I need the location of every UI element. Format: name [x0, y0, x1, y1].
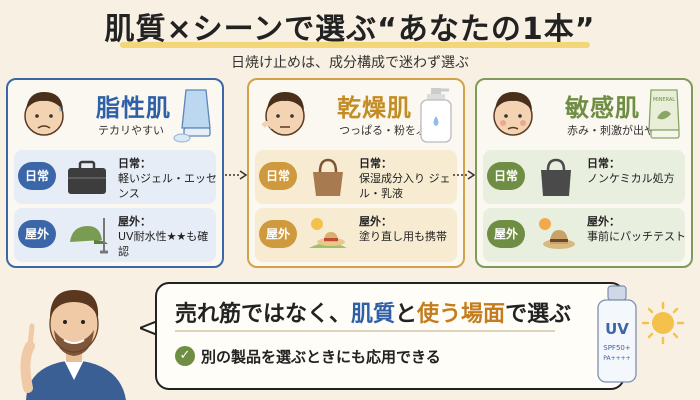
skin-type-description: つっぱる・粉をふく [339, 124, 438, 137]
irritated-face-icon [493, 92, 533, 136]
dry-face-icon [261, 92, 305, 136]
check-icon: ✓ [175, 346, 195, 366]
headline-part: 売れ筋ではなく、 [175, 302, 352, 327]
arrow-right-icon [453, 170, 475, 180]
daily-tag: 日常 [18, 162, 56, 190]
outdoor-row: 屋外 屋外： UV耐水性★★も確認 [14, 208, 216, 262]
daily-text: 軽いジェル・エッセンス [118, 172, 217, 200]
outdoor-recommendation: 屋外： 事前にパッチテスト [587, 214, 687, 244]
banner-divider [175, 330, 555, 332]
outdoor-tag: 屋外 [259, 220, 297, 248]
skin-type-title: 脂性肌 [96, 94, 171, 122]
card-oily-skin: 脂性肌 テカリやすい 日常 日常： 軽いジェル・エッセンス 屋外 [6, 78, 224, 268]
page-title: 肌質×シーンで選ぶ“あなたの1本” [104, 12, 596, 47]
outdoor-label: 屋外： [118, 215, 151, 228]
arrow-right-icon [225, 170, 247, 180]
pa-label: PA++++ [603, 355, 630, 362]
sun-and-hat-icon [539, 218, 575, 249]
outdoor-row: 屋外 屋外： 塗り直し用も携帯 [255, 208, 457, 262]
daily-label: 日常： [587, 157, 620, 170]
daily-tag: 日常 [487, 162, 525, 190]
mineral-tube-icon: MINERAL [648, 89, 680, 139]
skin-type-description: テカリやすい [98, 124, 164, 137]
golf-cap-icon [70, 218, 108, 254]
tote-bag-icon [541, 158, 571, 196]
daily-recommendation: 日常： 保湿成分入り ジェル・乳液 [359, 156, 459, 201]
product-label: MINERAL [653, 97, 675, 103]
outdoor-tag: 屋外 [18, 220, 56, 248]
presenter-illustration [20, 290, 126, 400]
daily-row: 日常 日常： 保湿成分入り ジェル・乳液 [255, 150, 457, 204]
sun-icon [641, 301, 685, 345]
daily-row: 日常 日常： 軽いジェル・エッセンス [14, 150, 218, 204]
gel-tube-icon [173, 89, 211, 143]
daily-tag: 日常 [259, 162, 297, 190]
outdoor-recommendation: 屋外： UV耐水性★★も確認 [118, 214, 218, 259]
outdoor-recommendation: 屋外： 塗り直し用も携帯 [359, 214, 459, 244]
skin-type-title: 敏感肌 [565, 94, 640, 122]
skin-type-title: 乾燥肌 [337, 94, 412, 122]
outdoor-label: 屋外： [359, 215, 392, 228]
uv-bottle-icon: UV SPF50+ PA++++ [597, 285, 637, 383]
pump-bottle-icon [420, 88, 452, 143]
sun-and-hat-icon [309, 218, 347, 248]
outdoor-text: 事前にパッチテスト [587, 230, 686, 243]
title-highlight [120, 42, 590, 48]
card-dry-skin: 乾燥肌 つっぱる・粉をふく 日常 日常： 保湿成分入り ジェル・乳液 屋外 [247, 78, 465, 268]
daily-text: 保湿成分入り ジェル・乳液 [359, 172, 451, 200]
uv-label: UV [605, 320, 629, 338]
headline-part: と [395, 302, 418, 327]
daily-label: 日常： [118, 157, 151, 170]
summary-banner: 売れ筋ではなく、肌質と使う場面で選ぶ ✓ 別の製品を選ぶときにも応用できる [155, 282, 625, 390]
outdoor-tag: 屋外 [487, 220, 525, 248]
banner-subtext: 別の製品を選ぶときにも応用できる [201, 348, 441, 366]
headline-scene: 使う場面 [417, 302, 506, 327]
daily-recommendation: 日常： ノンケミカル処方 [587, 156, 687, 186]
spf-label: SPF50+ [603, 344, 631, 352]
daily-label: 日常： [359, 157, 392, 170]
outdoor-label: 屋外： [587, 215, 620, 228]
outdoor-row: 屋外 屋外： 事前にパッチテスト [483, 208, 687, 262]
page-subtitle: 日焼け止めは、成分構成で迷わず選ぶ [231, 55, 469, 71]
daily-row: 日常 日常： ノンケミカル処方 [483, 150, 685, 204]
banner-headline: 売れ筋ではなく、肌質と使う場面で選ぶ [175, 296, 571, 328]
outdoor-text: 塗り直し用も携帯 [359, 230, 447, 243]
outdoor-text: UV耐水性★★も確認 [118, 230, 209, 258]
headline-skin: 肌質 [351, 302, 396, 327]
daily-recommendation: 日常： 軽いジェル・エッセンス [118, 156, 218, 201]
handbag-icon [313, 158, 343, 196]
worried-face-icon [24, 92, 64, 136]
daily-text: ノンケミカル処方 [587, 172, 675, 185]
briefcase-icon [68, 160, 106, 194]
card-sensitive-skin: 敏感肌 赤み・刺激が出やすい MINERAL 日常 日常： ノンケミカル処方 屋… [475, 78, 693, 268]
headline-part: で選ぶ [505, 302, 572, 327]
